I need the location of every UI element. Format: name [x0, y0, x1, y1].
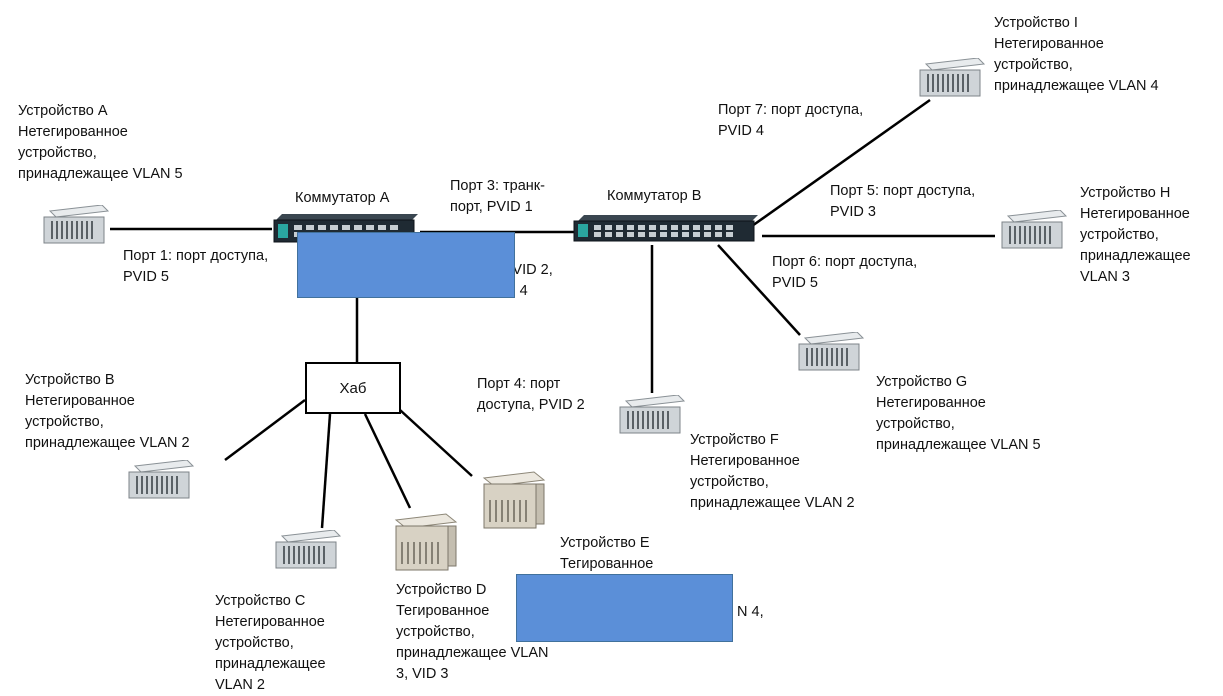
link-hub-b	[224, 399, 306, 461]
port1-label: Порт 1: порт доступа, PVID 5	[123, 248, 269, 285]
device-e-label: Устройство E Тегированное	[560, 535, 654, 572]
redaction-box-top	[297, 232, 515, 298]
device-d-label: Устройство D Тегированное устройство, пр…	[396, 582, 549, 682]
device-b-icon	[127, 459, 195, 507]
device-e-tagged-icon	[480, 470, 548, 537]
link-hub-e	[399, 409, 473, 477]
device-b-label: Устройство B Нетегированное устройство, …	[25, 372, 190, 451]
switch-a-label: Коммутатор A	[295, 190, 390, 206]
device-a-label: Устройство A Нетегированное устройство, …	[18, 103, 183, 182]
port7-label: Порт 7: порт доступа, PVID 4	[718, 102, 864, 139]
device-g-icon	[797, 331, 865, 379]
hub-box: Хаб	[305, 362, 401, 414]
port6-label: Порт 6: порт доступа, PVID 5	[772, 254, 918, 291]
device-h-label: Устройство H Нетегированное устройство, …	[1080, 185, 1191, 285]
hub-label: Хаб	[339, 379, 367, 397]
switch-b-icon	[572, 213, 762, 250]
device-f-label: Устройство F Нетегированное устройство, …	[690, 432, 855, 511]
device-g-label: Устройство G Нетегированное устройство, …	[876, 374, 1041, 453]
link-switch-b-g	[717, 244, 801, 336]
redaction-box-bottom	[516, 574, 733, 642]
device-c-icon	[274, 529, 342, 577]
device-i-icon	[918, 57, 986, 105]
port5-label: Порт 5: порт доступа, PVID 3	[830, 183, 976, 220]
device-h-icon	[1000, 209, 1068, 257]
device-c-label: Устройство C Нетегированное устройство, …	[215, 593, 326, 693]
port4-label: Порт 4: порт доступа, PVID 2	[477, 376, 585, 413]
device-d-tagged-icon	[392, 512, 460, 579]
port3-label: Порт 3: транк- порт, PVID 1	[450, 178, 545, 215]
link-hub-d	[363, 413, 412, 509]
switch-b-label: Коммутатор B	[607, 188, 702, 204]
device-i-label: Устройство I Нетегированное устройство, …	[994, 15, 1159, 94]
device-e-tail-label: N 4,	[737, 604, 764, 620]
device-f-icon	[618, 394, 686, 442]
link-switch-b-i	[751, 98, 931, 228]
link-hub-c	[320, 413, 332, 529]
device-a-icon	[42, 204, 110, 252]
